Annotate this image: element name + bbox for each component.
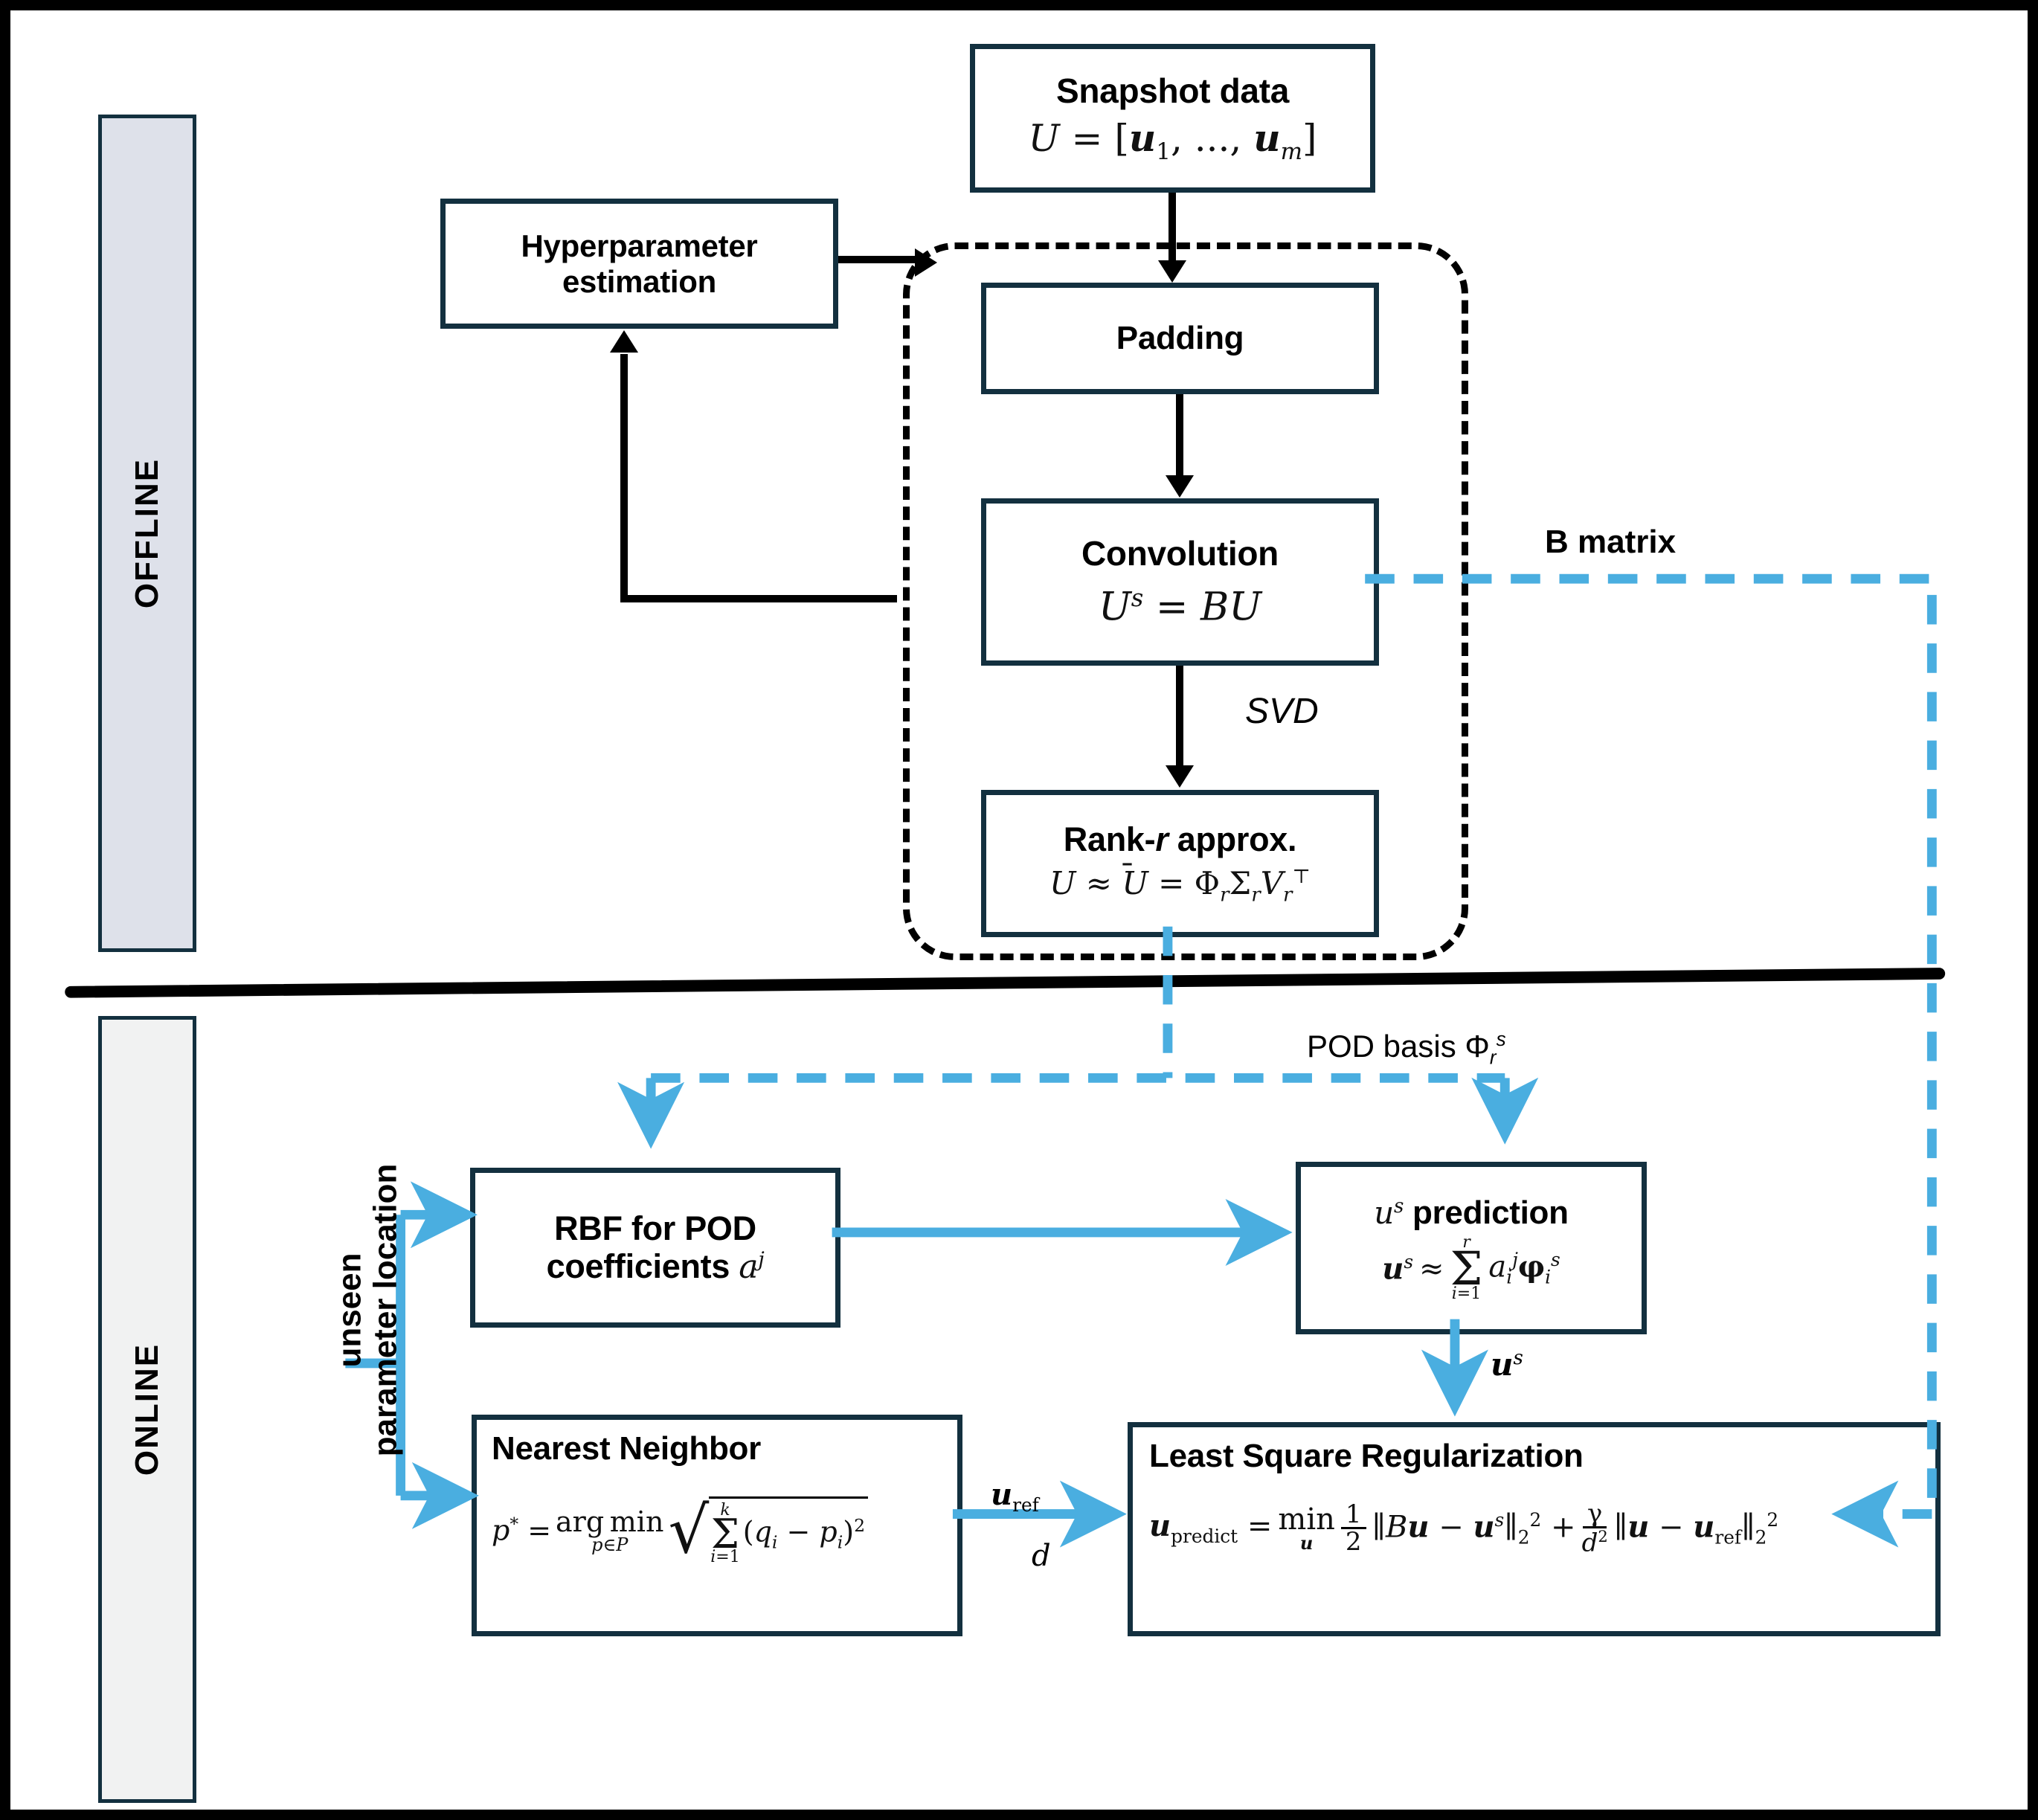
- label-b-matrix: B matrix: [1545, 524, 1677, 560]
- phase-label-online: ONLINE: [129, 1343, 166, 1476]
- node-nearest-neighbor-title: Nearest Neighbor: [492, 1430, 761, 1467]
- edge-feedback-arrowhead: [610, 330, 638, 353]
- label-uref: uref: [991, 1477, 1039, 1516]
- node-snapshot-data[interactable]: Snapshot data U = [u1, ..., um]: [970, 44, 1375, 193]
- node-nearest-neighbor[interactable]: Nearest Neighbor p* = arg min p∈P √ k Σ …: [472, 1415, 962, 1636]
- node-snapshot-data-formula: U = [u1, ..., um]: [1028, 116, 1317, 166]
- phase-bar-online: ONLINE: [98, 1016, 196, 1803]
- node-rbf-pod-coefficients[interactable]: RBF for POD coefficients aj: [470, 1168, 840, 1328]
- edge-feedback-horizontal: [620, 595, 897, 602]
- edge-convolution-to-rank-arrowhead: [1166, 765, 1194, 788]
- label-svd: SVD: [1245, 692, 1319, 731]
- node-rank-r-approx[interactable]: Rank-r approx. U ≈ ̄U = ΦrΣrVr⊤: [981, 790, 1379, 937]
- node-convolution[interactable]: Convolution Us = BU: [981, 498, 1379, 666]
- label-unseen-parameter-location: unseen parameter location: [331, 1132, 403, 1489]
- edge-snapshot-to-padding: [1169, 193, 1176, 261]
- edge-hyper-to-group-arrowhead: [915, 248, 937, 277]
- edge-hyper-to-group: [838, 256, 924, 263]
- label-us-edge: us: [1491, 1346, 1523, 1383]
- phase-bar-offline: OFFLINE: [98, 115, 196, 952]
- node-least-square-regularization-title: Least Square Regularization: [1149, 1438, 1584, 1474]
- node-us-prediction-title: us prediction: [1374, 1194, 1569, 1231]
- phase-label-offline: OFFLINE: [129, 457, 166, 609]
- node-rank-r-approx-title: Rank-r approx.: [1063, 820, 1297, 859]
- label-pod-basis: POD basis Φrs: [1307, 1028, 1506, 1069]
- node-us-prediction[interactable]: us prediction us ≈ r Σ i=1 aijφis: [1296, 1162, 1647, 1334]
- edge-snapshot-to-padding-arrowhead: [1158, 260, 1186, 283]
- edge-padding-to-convolution: [1176, 394, 1183, 476]
- edge-feedback-vertical: [620, 354, 628, 599]
- node-snapshot-data-title: Snapshot data: [1055, 71, 1290, 110]
- node-least-square-regularization[interactable]: Least Square Regularization upredict = m…: [1128, 1422, 1941, 1636]
- node-rank-r-approx-formula: U ≈ ̄U = ΦrΣrVr⊤: [1049, 864, 1311, 907]
- edge-convolution-to-rank: [1176, 666, 1183, 766]
- node-padding-title: Padding: [1116, 320, 1244, 357]
- edge-padding-to-convolution-arrowhead: [1166, 475, 1194, 498]
- node-padding[interactable]: Padding: [981, 283, 1379, 394]
- node-nearest-neighbor-formula: p* = arg min p∈P √ k Σ i=1 (qi − pi)2: [492, 1496, 869, 1566]
- node-us-prediction-formula: us ≈ r Σ i=1 aijφis: [1382, 1233, 1560, 1304]
- node-rbf-pod-coefficients-title: RBF for POD coefficients aj: [546, 1209, 765, 1286]
- label-unseen-line2: parameter location: [367, 1163, 403, 1457]
- phase-separator-line: [65, 968, 1946, 998]
- label-d: d: [1032, 1539, 1051, 1573]
- label-unseen-line1: unseen: [331, 1253, 368, 1368]
- node-convolution-title: Convolution: [1081, 534, 1279, 573]
- node-convolution-formula: Us = BU: [1098, 584, 1262, 630]
